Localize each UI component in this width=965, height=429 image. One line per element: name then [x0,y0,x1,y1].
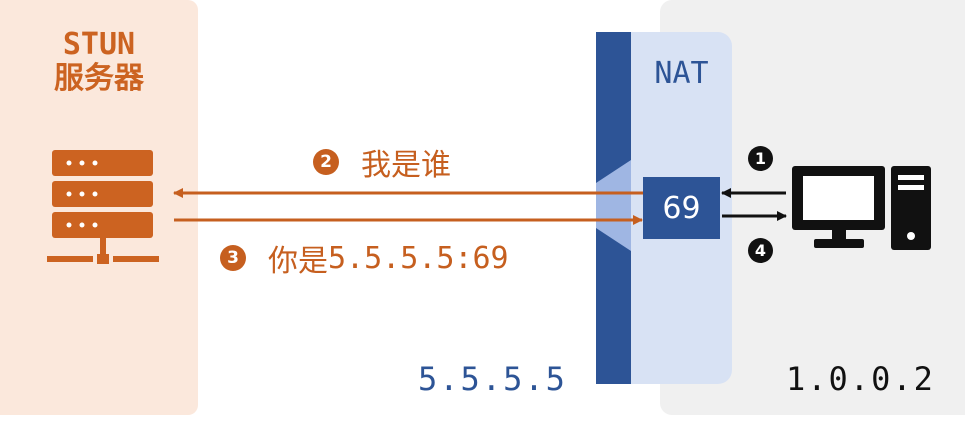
stun-server-panel [0,0,198,415]
step-3-badge: 3 [220,245,246,271]
message-who-am-i-text: 我是谁 [361,148,451,183]
step-1-badge: 1 [748,146,773,171]
client-private-ip: 1.0.0.2 [786,360,935,398]
nat-label: NAT [654,56,709,91]
step-4-badge: 4 [748,238,773,263]
message-you-are-address: 5.5.5.5:69 [328,240,509,276]
nat-opening [596,160,631,251]
computer-icon [792,166,931,250]
server-icon [47,150,159,264]
nat-port-box: 69 [643,177,720,239]
stun-server-title: STUN 服务器 [0,28,198,96]
message-you-are-prefix: 你是 [268,244,328,279]
stun-title-line2: 服务器 [54,61,144,96]
stun-title-line1: STUN [62,27,136,62]
nat-public-ip: 5.5.5.5 [418,360,567,398]
message-who-am-i: 2 我是谁 [313,140,451,184]
nat-port-number: 69 [662,190,701,226]
step-2-badge: 2 [313,149,339,175]
